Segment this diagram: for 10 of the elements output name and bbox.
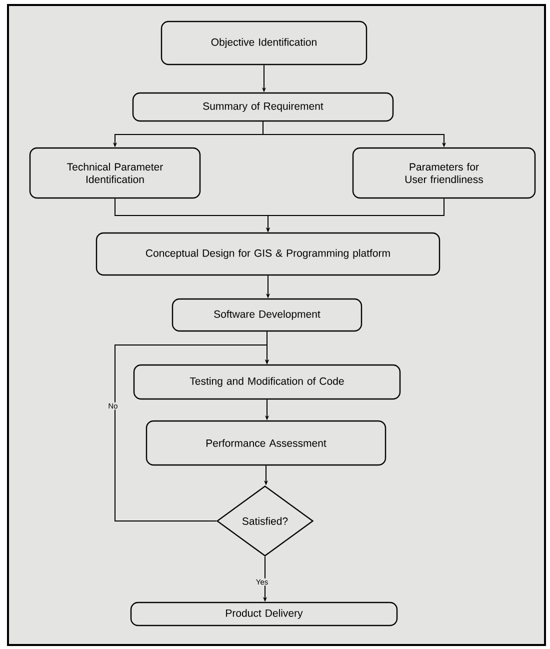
process-box: Summary of Requirement bbox=[132, 92, 394, 122]
process-box: Conceptual Design for GIS & Programming platform bbox=[96, 232, 440, 276]
arrow bbox=[114, 344, 270, 522]
process-box: Performance Assessment bbox=[146, 420, 386, 466]
process-box: Testing and Modification of Code bbox=[133, 364, 401, 400]
process-box: Objective Identification bbox=[160, 20, 368, 66]
process-box: Parameters for User friendliness bbox=[352, 147, 536, 199]
process-box: Software Development bbox=[172, 298, 362, 332]
process-box: Technical Parameter Identification bbox=[29, 147, 201, 199]
process-box: Product Delivery bbox=[130, 602, 398, 626]
